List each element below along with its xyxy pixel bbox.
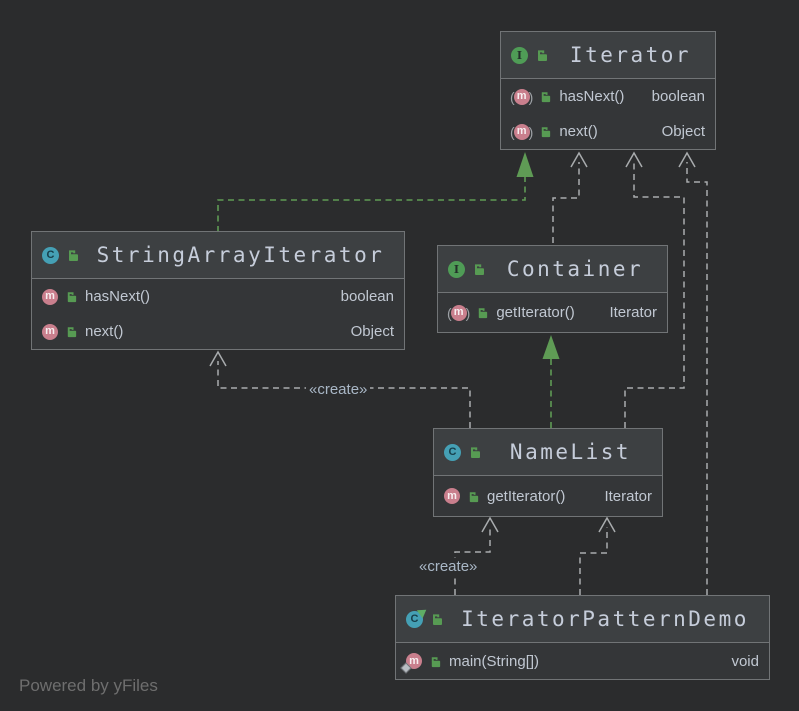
member-name: getIterator()	[487, 487, 566, 505]
edge-dependency-container-iterator[interactable]	[552, 151, 588, 243]
node-header: C StringArrayIterator	[32, 232, 404, 278]
member-type: boolean	[651, 88, 705, 105]
dependency-arrowhead	[209, 350, 227, 367]
edge-label-create: «create»	[416, 558, 481, 575]
class-node-stringarrayiterator[interactable]: C StringArrayIterator m hasNext() boolea…	[31, 231, 405, 350]
dependency-arrowhead	[570, 151, 588, 168]
method-icon: m	[42, 288, 58, 305]
edge-label-create: «create»	[306, 381, 371, 398]
class-icon: C	[42, 246, 59, 264]
member-row[interactable]: ( m ) hasNext() boolean	[501, 79, 715, 114]
member-name: hasNext()	[85, 288, 151, 305]
class-title: Container	[506, 257, 644, 281]
static-method-icon: m	[400, 653, 422, 674]
members-section: m hasNext() boolean m next() Object	[32, 278, 404, 349]
dependency-arrowhead	[625, 151, 643, 168]
edge-realization-stringarrayiterator-iterator[interactable]	[217, 152, 534, 232]
member-row[interactable]: m main(String[]) void	[396, 643, 769, 679]
runnable-class-icon: C	[406, 605, 430, 628]
member-type: Object	[350, 323, 394, 340]
method-icon: m	[444, 488, 460, 504]
member-type: boolean	[340, 288, 394, 305]
public-lock-icon	[67, 327, 77, 338]
member-name: hasNext()	[559, 88, 625, 105]
class-title: Iterator	[569, 43, 692, 67]
member-name: getIterator()	[496, 304, 575, 321]
class-icon: C	[444, 443, 461, 461]
dependency-arrowhead	[481, 516, 499, 533]
class-node-container[interactable]: I Container ( m ) getIterator() Iterator	[437, 245, 668, 333]
edge-dependency-iteratorpatterndemo-namelist[interactable]	[579, 516, 616, 595]
class-title: NameList	[509, 440, 632, 464]
member-row[interactable]: m next() Object	[32, 314, 404, 349]
abstract-method-icon: ( m )	[510, 123, 534, 140]
dependency-arrowhead	[598, 516, 616, 533]
node-header: I Container	[438, 246, 667, 292]
class-node-iterator[interactable]: I Iterator ( m ) hasNext() boolean	[500, 31, 716, 150]
member-name: main(String[])	[449, 652, 540, 670]
member-type: Object	[661, 123, 705, 140]
member-row[interactable]: m getIterator() Iterator	[434, 476, 662, 516]
edge-create-iteratorpatterndemo-namelist[interactable]	[454, 516, 499, 595]
public-lock-icon	[67, 292, 77, 303]
abstract-method-icon: ( m )	[447, 304, 471, 321]
dependency-arrowhead	[678, 151, 696, 168]
members-section: ( m ) getIterator() Iterator	[438, 292, 667, 332]
interface-icon: I	[448, 260, 465, 278]
public-lock-icon	[471, 447, 480, 458]
public-lock-icon	[475, 264, 484, 275]
edge-realization-namelist-container[interactable]	[542, 335, 560, 428]
interface-icon: I	[511, 46, 528, 64]
members-section: m getIterator() Iterator	[434, 475, 662, 516]
class-title: IteratorPatternDemo	[461, 607, 749, 631]
public-lock-icon	[542, 92, 551, 103]
class-title: StringArrayIterator	[96, 243, 385, 267]
node-header: C IteratorPatternDemo	[396, 596, 769, 642]
method-icon: m	[42, 323, 58, 340]
edge-dependency-iteratorpatterndemo-iterator[interactable]	[678, 151, 708, 595]
member-row[interactable]: ( m ) next() Object	[501, 114, 715, 149]
class-node-iteratorpatterndemo[interactable]: C IteratorPatternDemo m main(String[])	[395, 595, 770, 680]
member-type: void	[731, 652, 759, 670]
public-lock-icon	[542, 127, 551, 138]
class-node-namelist[interactable]: C NameList m getIterator() Iterator	[433, 428, 663, 517]
member-type: Iterator	[604, 487, 652, 505]
public-lock-icon	[431, 656, 441, 667]
yfiles-watermark: Powered by yFiles	[19, 676, 158, 695]
public-lock-icon	[538, 50, 547, 61]
member-row[interactable]: m hasNext() boolean	[32, 279, 404, 314]
edge-dependency-namelist-iterator[interactable]	[624, 151, 685, 428]
realization-arrowhead	[516, 152, 534, 177]
member-name: next()	[559, 123, 598, 140]
member-type: Iterator	[609, 304, 657, 321]
public-lock-icon	[479, 308, 488, 319]
edge-create-namelist-stringarrayiterator[interactable]	[209, 350, 471, 428]
realization-arrowhead	[542, 335, 560, 359]
member-name: next()	[85, 323, 124, 340]
public-lock-icon	[469, 491, 479, 502]
public-lock-icon	[433, 614, 442, 625]
abstract-method-icon: ( m )	[510, 88, 534, 105]
members-section: m main(String[]) void	[396, 642, 769, 679]
node-header: C NameList	[434, 429, 662, 475]
members-section: ( m ) hasNext() boolean ( m )	[501, 78, 715, 149]
member-row[interactable]: ( m ) getIterator() Iterator	[438, 293, 667, 332]
node-header: I Iterator	[501, 32, 715, 78]
public-lock-icon	[69, 250, 78, 261]
